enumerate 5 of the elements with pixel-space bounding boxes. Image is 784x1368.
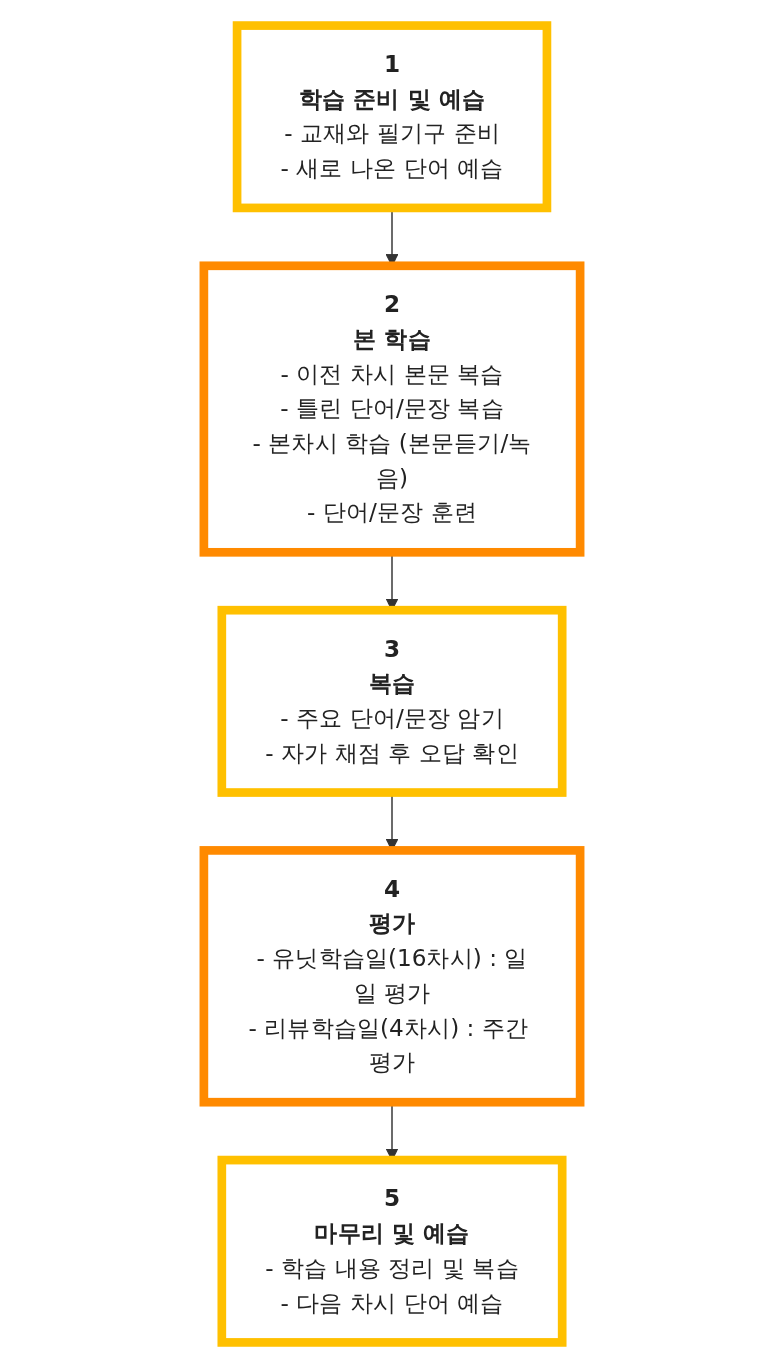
node-box: 5 마무리 및 예습 - 학습 내용 정리 및 복습 - 다음 차시 단어 예습: [217, 1155, 567, 1347]
node-box: 4 평가 - 유닛학습일(16차시) : 일일 평가 - 리뷰학습일(4차시) : 주간 평가: [199, 846, 585, 1107]
node-box: 2 본 학습 - 이전 차시 본문 복습 - 틀린 단어/문장 복습 - 본차시 학습 (본문듣기/녹음) - 단어/문장 훈련: [199, 261, 585, 557]
node-box: 3 복습 - 주요 단어/문장 암기 - 자가 채점 후 오답 확인: [217, 605, 567, 797]
node-box: 1 학습 준비 및 예습 - 교재와 필기구 준비 - 새로 나온 단어 예습: [232, 21, 552, 213]
